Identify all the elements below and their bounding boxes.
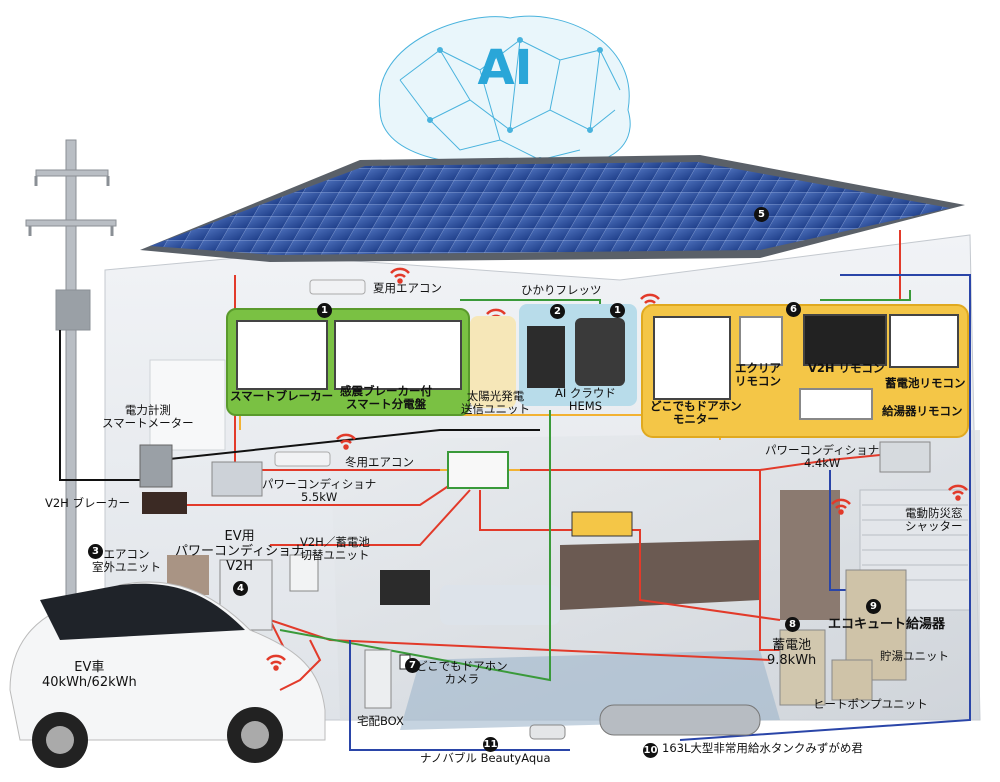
marker-5: 5 [754, 207, 769, 222]
marker-11: 11 [483, 737, 498, 752]
label-v2h-remote: V2H リモコン [808, 361, 885, 375]
indoor-remote-set [571, 511, 633, 537]
ecriare-remote-device [739, 316, 783, 366]
label-ev-power-conditioner: EV用 パワーコンディショナ V2H [175, 529, 305, 574]
label-ai-cloud-hems: AI クラウド HEMS [555, 386, 616, 413]
battery-remote-screen [889, 314, 959, 368]
summer-aircon [309, 279, 366, 295]
v2h-switch-unit [289, 554, 319, 592]
label-v2h-breaker: V2H ブレーカー [45, 496, 130, 510]
smart-panel-group [226, 308, 470, 416]
heat-pump-unit [831, 659, 873, 701]
distribution-board [447, 451, 509, 489]
label-power-conditioner-55: パワーコンディショナ 5.5kW [262, 477, 377, 504]
label-summer-aircon: 夏用エアコン [373, 281, 442, 295]
solar-roof [140, 155, 965, 262]
label-power-conditioner-44: パワーコンディショナ 4.4kW [765, 443, 880, 470]
label-ecriare-remote: エクリア リモコン [735, 361, 781, 388]
remote-panel-group [641, 304, 969, 438]
label-doorphone-monitor: どこでもドアホン モニター [650, 399, 742, 426]
label-nano-bubble: ナノバブル BeautyAqua [420, 751, 551, 765]
label-quake-breaker: 感震ブレーカー付 スマート分電盤 [340, 384, 432, 411]
nano-bubble-device [529, 724, 566, 740]
marker-4: 4 [233, 581, 248, 596]
label-water-heater-remote: 給湯器リモコン [882, 404, 963, 418]
label-winter-aircon: 冬用エアコン [345, 455, 414, 469]
label-v2h-switch-unit: V2H／蓄電池 切替ユニット [300, 535, 370, 562]
delivery-box [364, 649, 392, 709]
marker-8: 8 [785, 617, 800, 632]
router-device [527, 326, 565, 388]
smart-meter [139, 444, 173, 488]
marker-6: 6 [786, 302, 801, 317]
water-tank [599, 704, 761, 736]
label-heat-pump: ヒートポンプユニット [813, 697, 928, 711]
label-battery-remote: 蓄電池リモコン [885, 376, 966, 390]
marker-1b: 1 [610, 303, 625, 318]
power-conditioner-55 [211, 461, 263, 497]
v2h-remote-screen [803, 314, 887, 366]
label-hikari-flets: ひかりフレッツ [521, 283, 602, 297]
label-disaster-shutter: 電動防災窓 シャッター [905, 506, 963, 533]
ai-title: AI [477, 40, 533, 96]
label-door-camera: どこでもドアホン カメラ [416, 659, 508, 686]
utility-pole [25, 139, 117, 611]
battery-unit [779, 629, 826, 706]
marker-2: 2 [550, 304, 565, 319]
marker-7: 7 [405, 658, 420, 673]
label-ev-car: EV車 40kWh/62kWh [42, 660, 137, 690]
solar-transmitter-panel [470, 316, 516, 408]
label-power-meter: 電力計測 スマートメーター [102, 403, 194, 430]
doorphone-monitor-screen [653, 316, 731, 400]
label-smart-breaker: スマートブレーカー [230, 389, 334, 403]
label-water-tank: 163L大型非常用給水タンクみずがめ君 [662, 741, 863, 755]
marker-10: 10 [643, 743, 658, 758]
label-battery: 蓄電池 9.8kWh [767, 638, 817, 668]
hems-device [575, 318, 625, 386]
power-conditioner-44 [879, 441, 931, 473]
marker-3: 3 [88, 544, 103, 559]
ev-car [9, 581, 326, 768]
ai-brain-icon [378, 15, 631, 202]
label-aircon-outdoor: エアコン 室外ユニット [92, 547, 161, 574]
label-delivery-box: 宅配BOX [357, 714, 404, 728]
water-heater-remote-device [799, 388, 873, 420]
hems-panel [519, 304, 637, 406]
label-hot-water-tank: 貯湯ユニット [880, 649, 949, 663]
marker-1a: 1 [317, 303, 332, 318]
smart-breaker-screen [236, 320, 328, 390]
label-ecocute: エコキュート給湯器 [828, 617, 946, 632]
distribution-board-screen [334, 320, 462, 390]
marker-9: 9 [866, 599, 881, 614]
v2h-breaker [142, 492, 187, 514]
label-solar-transmitter: 太陽光発電 送信ユニット [461, 389, 530, 416]
winter-aircon [274, 451, 331, 467]
